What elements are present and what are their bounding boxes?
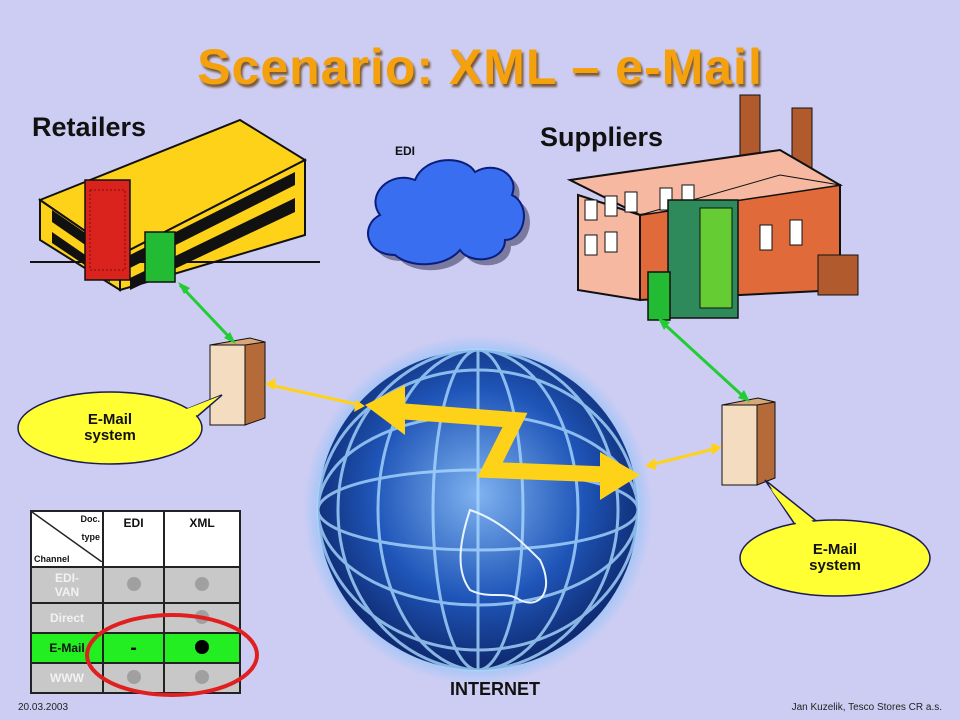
retailer-link <box>178 283 234 342</box>
internet-globe <box>303 335 653 685</box>
corner-channel-label: Channel <box>34 554 70 564</box>
corner-diagonal <box>32 512 102 562</box>
matrix-cell <box>163 662 241 694</box>
left-email-server <box>209 337 266 426</box>
internet-transfer-arrow <box>365 385 640 500</box>
right-email-bubble: E-Mail system <box>765 542 905 574</box>
matrix-cell: - <box>101 632 166 664</box>
footer-author: Jan Kuzelik, Tesco Stores CR a.s. <box>791 702 942 713</box>
edi-cloud <box>367 159 530 271</box>
channel-doctype-matrix: Doc. type Channel EDI XML EDI- VAN Direc… <box>30 510 241 694</box>
availability-dot-icon <box>195 669 210 684</box>
matrix-row-label-email: E-Mail <box>30 632 104 664</box>
matrix-cell <box>163 632 241 664</box>
matrix-row-label-www: WWW <box>30 662 104 694</box>
matrix-cell <box>101 566 166 604</box>
matrix-corner-cell: Doc. type Channel <box>30 510 104 568</box>
right-email-server <box>721 397 776 486</box>
left-bubble-line2: system <box>84 427 136 444</box>
row-edi-van-line1: EDI- <box>55 571 79 585</box>
retailers-heading: Retailers <box>32 112 147 142</box>
left-email-bubble-shape <box>17 391 223 465</box>
matrix-col-xml: XML <box>163 510 241 568</box>
row-edi-van-line2: VAN <box>54 585 80 599</box>
availability-dot-icon <box>195 639 210 654</box>
left-email-bubble: E-Mail system <box>40 412 180 444</box>
matrix-row-label-edi-van: EDI- VAN <box>30 566 104 604</box>
email-row-highlight <box>85 613 259 697</box>
corner-doc-label: Doc. <box>80 514 100 524</box>
suppliers-heading: Suppliers <box>540 122 664 152</box>
corner-type-label: type <box>81 532 100 542</box>
availability-dot-icon <box>126 576 141 591</box>
matrix-col-edi: EDI <box>101 510 166 568</box>
matrix-cell: – <box>101 602 166 634</box>
left-internet-link <box>269 383 361 407</box>
internet-label: INTERNET <box>450 679 540 699</box>
matrix-cell <box>163 566 241 604</box>
right-bubble-line2: system <box>809 557 861 574</box>
matrix-row-label-direct: Direct <box>30 602 104 634</box>
availability-dot-icon <box>195 576 210 591</box>
slide-title: Scenario: XML – e-Mail <box>197 39 763 95</box>
right-internet-link <box>649 446 719 467</box>
retailer-building <box>30 118 320 292</box>
left-bubble-line1: E-Mail <box>87 411 133 428</box>
supplier-link <box>660 320 747 400</box>
right-bubble-line1: E-Mail <box>812 541 858 558</box>
edi-cloud-label: EDI <box>395 144 416 158</box>
availability-dot-icon <box>126 669 141 684</box>
right-email-bubble-shape <box>739 479 931 597</box>
supplier-factory <box>566 94 859 321</box>
email-edi-value: - <box>130 636 137 659</box>
footer-date: 20.03.2003 <box>18 702 69 713</box>
